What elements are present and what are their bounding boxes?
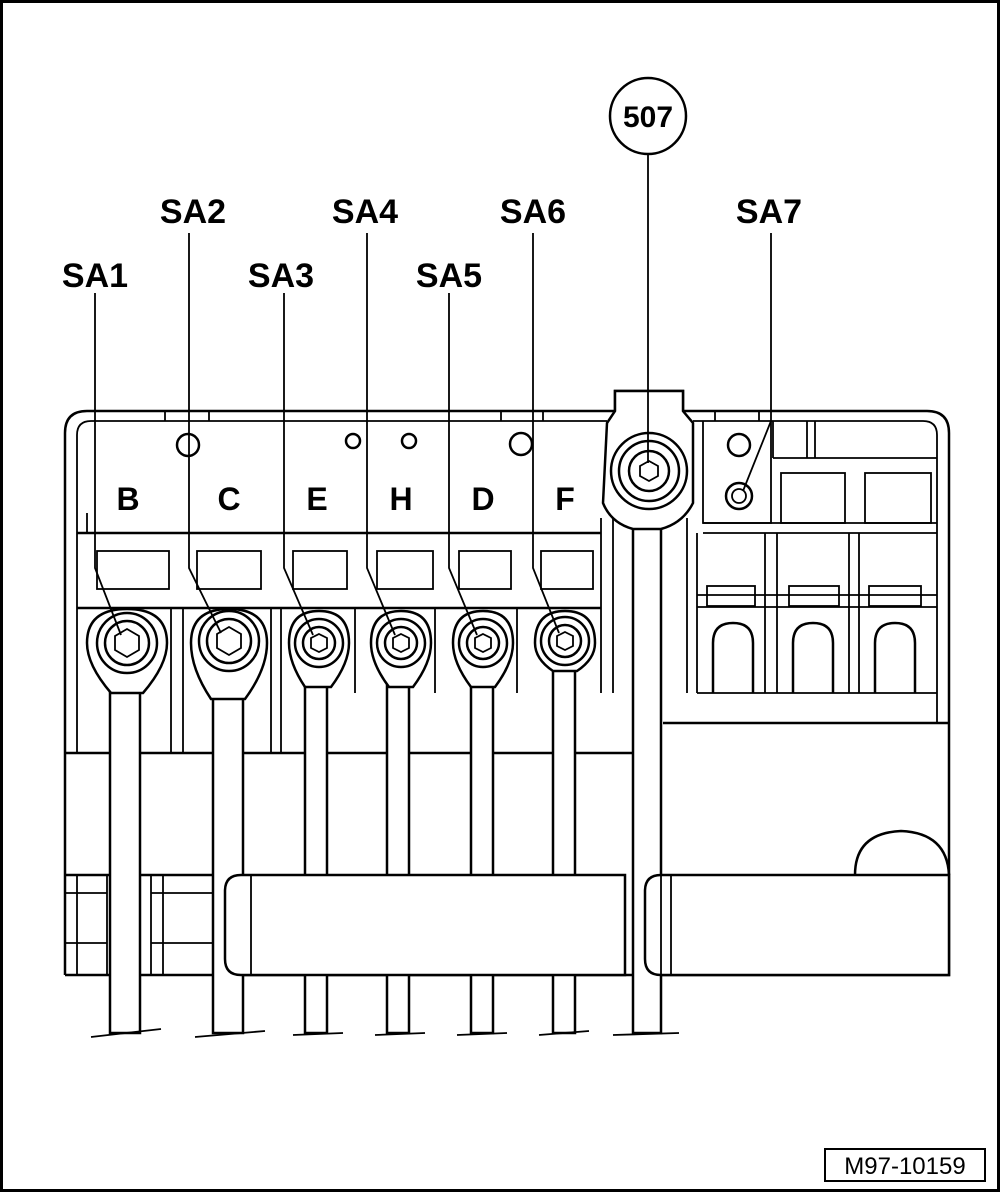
callout-sa3: SA3 [248, 257, 314, 295]
fuse-letter-c: C [217, 481, 240, 517]
callout-sa1: SA1 [62, 257, 128, 295]
fuse-letter-f: F [555, 481, 575, 517]
cable-clamp-bar [223, 873, 951, 977]
fuse-box-housing [63, 389, 951, 977]
leader-lines [94, 153, 772, 636]
fuse-slots-upper [86, 431, 594, 590]
callout-sa2: SA2 [160, 193, 226, 231]
terminal-nuts [85, 607, 597, 701]
relay-slots-right [686, 421, 951, 876]
fuse-letter-h: H [389, 481, 412, 517]
figure-number-box: M97-10159 [824, 1148, 986, 1182]
fuse-letter-b: B [116, 481, 139, 517]
fuse-letter-d: D [471, 481, 494, 517]
callout-badge-507: 507 [608, 76, 688, 156]
callout-sa5: SA5 [416, 257, 482, 295]
callout-sa6: SA6 [500, 193, 566, 231]
figure-number: M97-10159 [844, 1153, 965, 1180]
fuse-letter-e: E [306, 481, 327, 517]
fuse-box-illustration: B C E H D F [62, 76, 986, 1182]
badge-507-text: 507 [623, 101, 673, 134]
callout-sa4: SA4 [332, 193, 398, 231]
callout-sa7: SA7 [736, 193, 802, 231]
